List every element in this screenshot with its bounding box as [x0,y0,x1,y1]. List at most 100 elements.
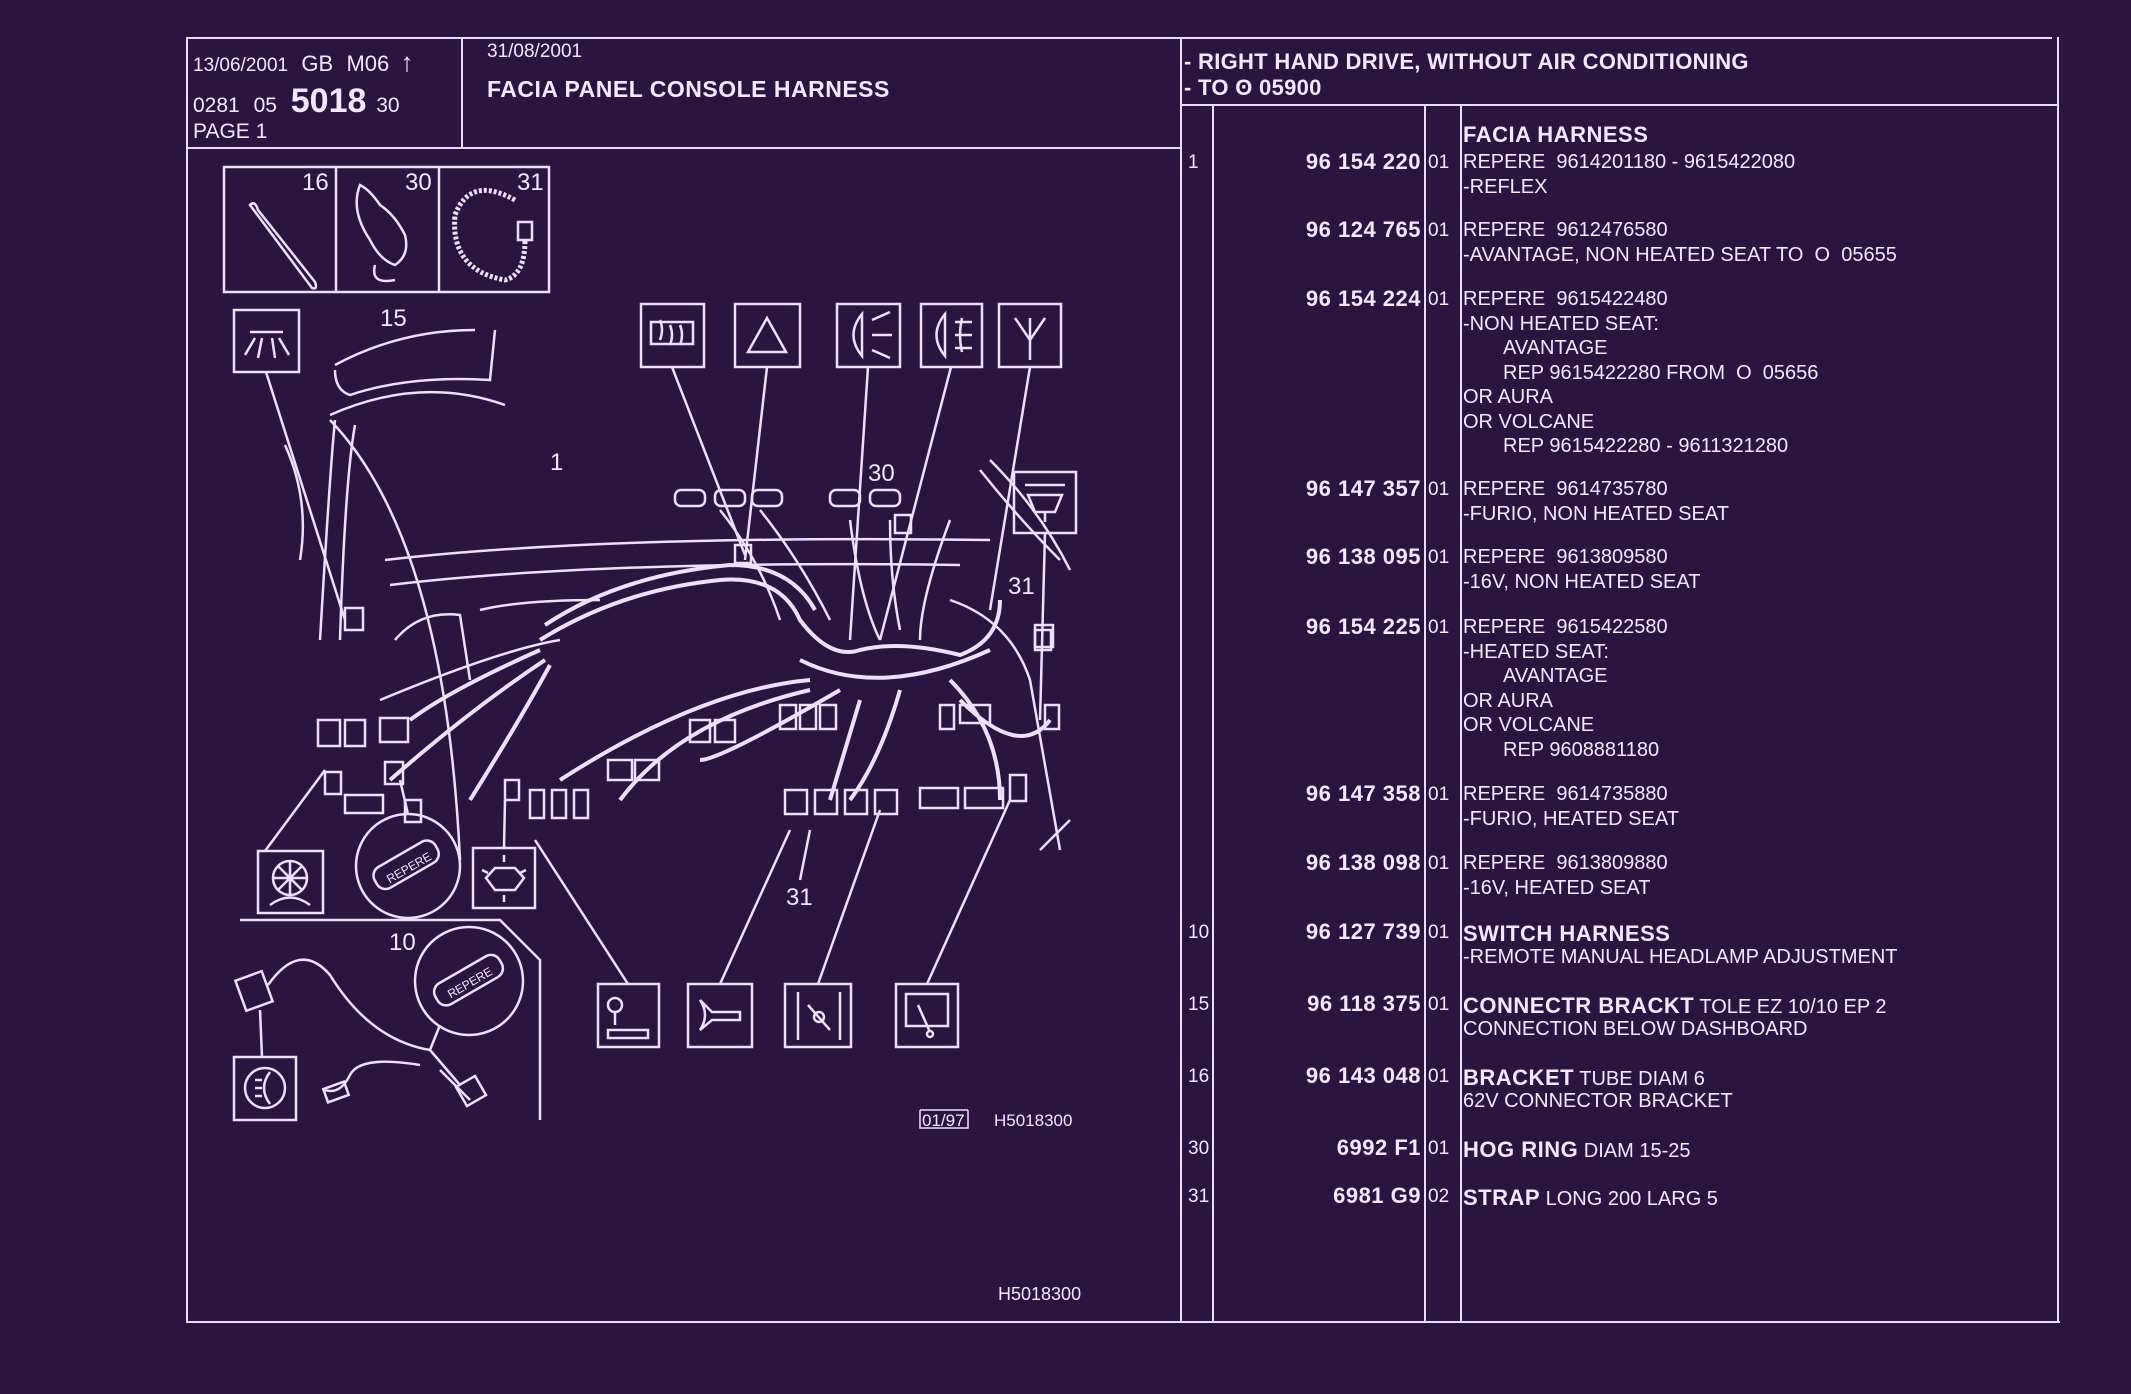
description-text: REPERE 9615422480 [1463,288,1668,310]
quantity: 01 [1428,617,1450,638]
callout-10: 10 [389,929,416,956]
description-line: -AVANTAGE, NON HEATED SEAT TO O 05655 [1463,244,1897,269]
part-number: 96 154 220 [1305,149,1421,174]
quantity: 01 [1428,784,1450,805]
part-number: 96 143 048 [1305,1063,1421,1088]
ignition-key-icon [686,982,754,1049]
part-description: REPERE 9613809580-16V, NON HEATED SEAT [1463,546,1700,595]
code-prefix-2: 05 [253,94,277,117]
part-number: 96 154 225 [1305,614,1421,639]
part-description: SWITCH HARNESS-REMOTE MANUAL HEADLAMP AD… [1463,921,1898,970]
part-name: FACIA HARNESS [1463,122,1649,147]
description-line: REPERE 9613809880 [1463,852,1668,877]
callout-16: 16 [302,169,329,196]
quantity: 01 [1428,994,1450,1015]
description-text: -HEATED SEAT: [1463,640,1609,663]
condition-2: - TO ʘ 05900 [1184,75,1322,100]
description-text: DIAM 15-25 [1578,1140,1691,1162]
page-number: PAGE 1 [193,120,268,143]
description-line: -FURIO, NON HEATED SEAT [1463,503,1729,528]
harness-trunk [388,562,1052,802]
pillar-lines [283,419,462,861]
description-line: REPERE 9614735780 [1463,478,1729,503]
part-name: SWITCH HARNESS [1463,921,1671,946]
connectors [316,488,1061,824]
description-line: -16V, NON HEATED SEAT [1463,571,1700,596]
hog-ring-icon [355,183,408,283]
fog-lamp-rear-icon [232,1055,298,1122]
ref-number: 15 [1188,994,1210,1015]
header-divider-left [186,147,1182,149]
repere-tag-2 [413,925,525,1051]
print-date: 13/06/2001 [193,55,289,76]
dashboard-light-icon [596,982,661,1049]
description-text: -REMOTE MANUAL HEADLAMP ADJUSTMENT [1463,945,1898,968]
description-text: REPERE 9613809880 [1463,852,1668,874]
part-description: REPERE 9613809880-16V, HEATED SEAT [1463,852,1668,901]
gauge-icon [894,982,960,1049]
description-line: BRACKET TUBE DIAM 6 [1463,1065,1733,1090]
footer-ref-code: H5018300 [998,1284,1081,1304]
part-name: STRAP [1463,1185,1541,1210]
part-number: 96 124 765 [1305,217,1421,242]
description-text: REP 9615422280 FROM O 05656 [1503,361,1819,384]
description-line: FACIA HARNESS [1463,122,1648,147]
description-text: OR VOLCANE [1463,410,1595,433]
description-line: REP 9615422280 - 9611321280 [1463,435,1818,460]
connector-bracket-15 [329,328,506,417]
antenna-icon [997,302,1063,369]
part-number: 96 138 095 [1305,544,1421,569]
frame-bottom [186,1321,2060,1323]
description-text: REP 9608881180 [1503,738,1660,761]
description-line: REPERE 9614201180 - 9615422080 [1463,151,1795,176]
description-line: OR VOLCANE [1463,411,1818,436]
description-line: CONNECTR BRACKT TOLE EZ 10/10 EP 2 [1463,993,1887,1018]
group-number: 5018 [290,82,367,120]
description-line: OR AURA [1463,690,1668,715]
quantity: 01 [1428,220,1450,241]
description-text: -16V, NON HEATED SEAT [1463,570,1701,593]
callout-30-harness: 30 [868,460,895,487]
col-ref-divider [1212,106,1214,1322]
part-number: 96 154 224 [1305,286,1421,311]
description-line: REPERE 9614735880 [1463,783,1679,808]
switch-harness-10 [233,958,488,1108]
hazard-warning-icon [733,302,802,369]
description-text: LONG 200 LARG 5 [1540,1188,1718,1210]
callout-31: 31 [517,169,544,196]
date-box: 01/97 [922,1111,965,1130]
ref-number: 16 [1188,1066,1210,1087]
condition-1: - RIGHT HAND DRIVE, WITHOUT AIR CONDITIO… [1184,49,1749,74]
page-title: FACIA PANEL CONSOLE HARNESS [487,76,890,102]
description-line: REPERE 9615422480 [1463,288,1818,313]
part-description: REPERE 9614735780-FURIO, NON HEATED SEAT [1463,478,1729,527]
part-description: REPERE 9614735880-FURIO, HEATED SEAT [1463,783,1679,832]
description-text: AVANTAGE [1503,337,1608,359]
frame-right [2057,37,2059,1323]
bracket-tube-icon [248,202,318,290]
callout-31-lower: 31 [786,884,813,911]
edit-date: 31/08/2001 [487,41,583,62]
callout-31-harness: 31 [1008,573,1035,600]
description-text: REPERE 9615422580 [1463,616,1668,638]
description-text: -NON HEATED SEAT: [1463,312,1659,335]
callout-1: 1 [550,449,563,476]
language-code: GB [301,51,334,76]
code-prefix-1: 0281 [193,94,240,117]
ref-number: 30 [1188,1138,1210,1159]
frame-top [186,37,2052,39]
parts-detail-box [222,165,551,294]
description-text: AVANTAGE [1503,665,1608,687]
description-line: AVANTAGE [1463,665,1668,690]
part-number: 96 118 375 [1307,991,1421,1016]
part-description: REPERE 9615422480-NON HEATED SEAT:AVANTA… [1463,288,1818,460]
drawing-ref-code: H5018300 [994,1111,1072,1130]
ref-number: 10 [1188,922,1210,943]
catalog-reference: 0281 05 5018 30 [193,84,400,118]
ceiling-light-icon [232,308,301,374]
header-codes: 13/06/2001 GB M06 ↑ [193,49,414,75]
description-line: OR AURA [1463,386,1818,411]
callout-15: 15 [380,305,407,332]
part-name: BRACKET [1463,1065,1575,1090]
